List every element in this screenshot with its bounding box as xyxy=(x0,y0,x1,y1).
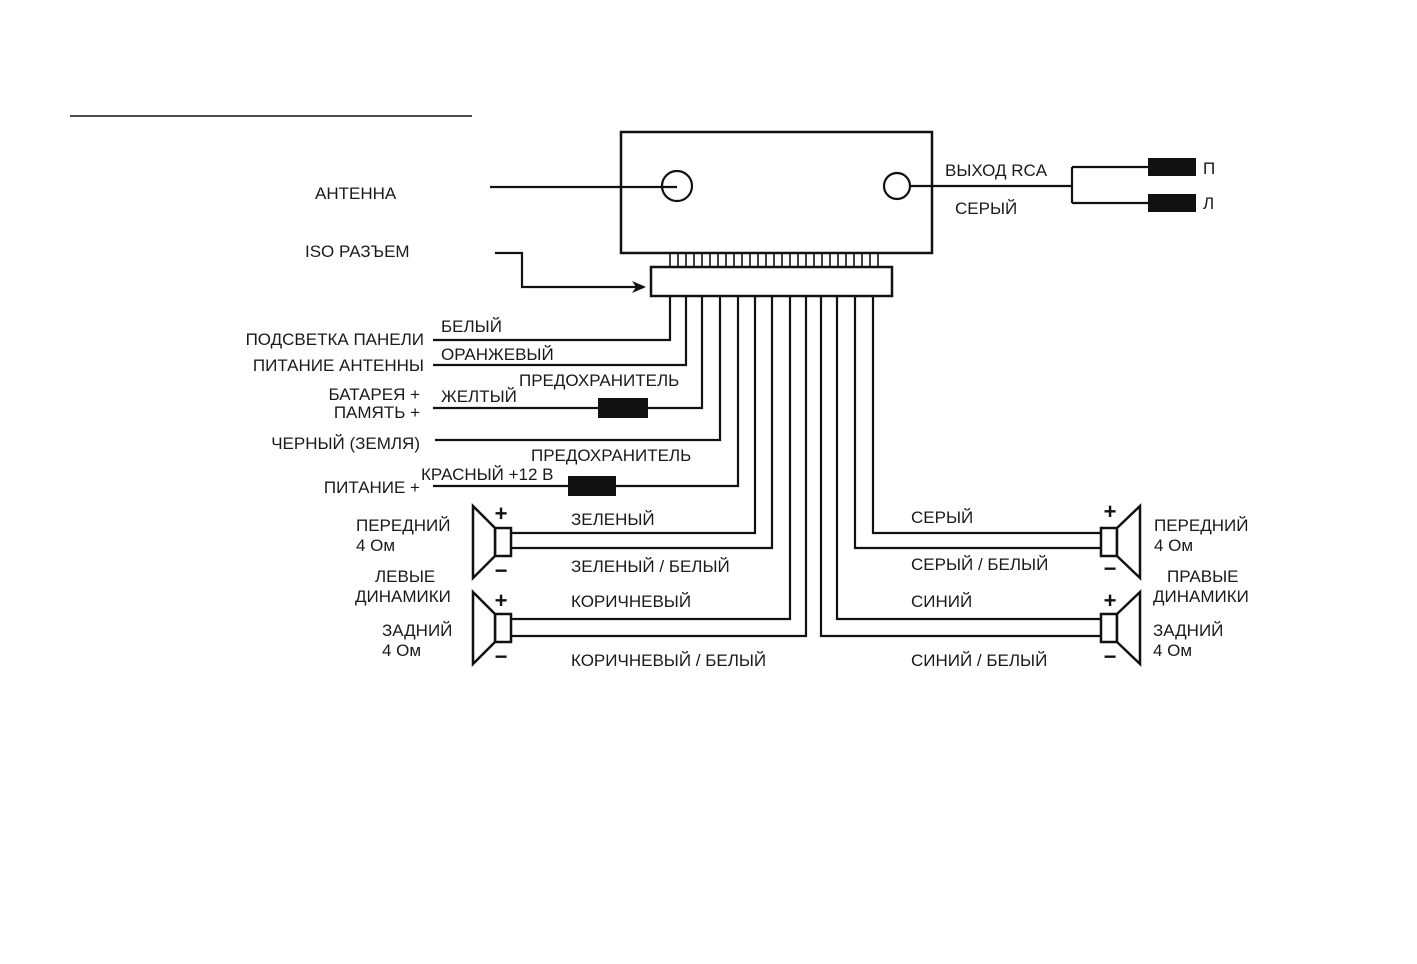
label-rca-color: СЕРЫЙ xyxy=(955,199,1017,218)
label-blue: СИНИЙ xyxy=(911,592,972,611)
label-right-front: ПЕРЕДНИЙ xyxy=(1154,516,1248,535)
label-rca-right: П xyxy=(1203,159,1215,178)
wire-white xyxy=(433,296,672,342)
speaker-front-left xyxy=(471,502,513,582)
wire-blue xyxy=(835,296,1101,621)
label-right-rear: ЗАДНИЙ xyxy=(1153,621,1223,640)
wire-brown xyxy=(511,296,792,621)
label-orange: ОРАНЖЕВЫЙ xyxy=(441,345,554,364)
label-power: ПИТАНИЕ + xyxy=(324,478,420,497)
rca-right-plug xyxy=(1148,158,1196,176)
label-memory: ПАМЯТЬ + xyxy=(334,403,420,422)
label-left-rear: ЗАДНИЙ xyxy=(382,621,452,640)
fuse-power xyxy=(568,476,616,496)
wire-orange xyxy=(433,296,688,367)
speaker-rear-left xyxy=(471,588,513,668)
wire-blue-white xyxy=(819,296,1101,638)
label-rca-out: ВЫХОД RCA xyxy=(945,161,1048,180)
wire-green xyxy=(511,296,757,535)
wire-green-white xyxy=(511,296,774,550)
label-antenna-power: ПИТАНИЕ АНТЕННЫ xyxy=(253,356,424,375)
label-yellow: ЖЕЛТЫЙ xyxy=(441,387,517,406)
label-ground: ЧЕРНЫЙ (ЗЕМЛЯ) xyxy=(271,434,420,453)
head-unit xyxy=(619,130,934,255)
label-panel-light: ПОДСВЕТКА ПАНЕЛИ xyxy=(246,330,424,349)
iso-connector xyxy=(649,265,894,298)
label-rca-left: Л xyxy=(1203,194,1214,213)
label-right-group2: ДИНАМИКИ xyxy=(1153,587,1249,606)
label-right-group1: ПРАВЫЕ xyxy=(1167,567,1239,586)
label-red: КРАСНЫЙ +12 В xyxy=(421,465,554,484)
wire-gray-white xyxy=(853,296,1101,550)
plus-front-left: + xyxy=(495,501,508,526)
label-green: ЗЕЛЕНЫЙ xyxy=(571,510,655,529)
label-brown: КОРИЧНЕВЫЙ xyxy=(571,592,691,611)
label-left-rear-ohm: 4 Ом xyxy=(382,641,421,660)
label-left-front-ohm: 4 Ом xyxy=(356,536,395,555)
rca-left-plug xyxy=(1148,194,1196,212)
speaker-front-right xyxy=(1099,503,1142,581)
label-brown-white: КОРИЧНЕВЫЙ / БЕЛЫЙ xyxy=(571,651,766,670)
label-green-white: ЗЕЛЕНЫЙ / БЕЛЫЙ xyxy=(571,557,730,576)
minus-rear-right: − xyxy=(1104,644,1117,669)
wire-black xyxy=(435,296,722,442)
label-left-group2: ДИНАМИКИ xyxy=(355,587,451,606)
label-antenna: АНТЕННА xyxy=(315,184,397,203)
iso-arrow xyxy=(495,251,646,293)
minus-front-right: − xyxy=(1104,556,1117,581)
plus-rear-right: + xyxy=(1104,588,1117,613)
label-iso: ISO РАЗЪЕМ xyxy=(305,242,410,261)
plus-front-right: + xyxy=(1104,499,1117,524)
label-gray: СЕРЫЙ xyxy=(911,508,973,527)
wire-yellow xyxy=(433,296,704,410)
plus-rear-left: + xyxy=(495,588,508,613)
label-battery: БАТАРЕЯ + xyxy=(328,385,420,404)
wire-red xyxy=(433,296,740,488)
label-gray-white: СЕРЫЙ / БЕЛЫЙ xyxy=(911,555,1048,574)
label-left-front: ПЕРЕДНИЙ xyxy=(356,516,450,535)
label-fuse2: ПРЕДОХРАНИТЕЛЬ xyxy=(531,446,691,465)
speaker-rear-right xyxy=(1099,589,1142,667)
label-white: БЕЛЫЙ xyxy=(441,317,502,336)
label-fuse: ПРЕДОХРАНИТЕЛЬ xyxy=(519,371,679,390)
fuse-battery xyxy=(598,398,648,418)
minus-rear-left: − xyxy=(495,644,508,669)
wire-brown-white xyxy=(511,296,808,638)
connector-pins xyxy=(669,253,879,267)
minus-front-left: − xyxy=(495,558,508,583)
label-right-front-ohm: 4 Ом xyxy=(1154,536,1193,555)
wire-gray xyxy=(871,296,1101,535)
label-blue-white: СИНИЙ / БЕЛЫЙ xyxy=(911,651,1047,670)
label-right-rear-ohm: 4 Ом xyxy=(1153,641,1192,660)
label-left-group1: ЛЕВЫЕ xyxy=(375,567,435,586)
